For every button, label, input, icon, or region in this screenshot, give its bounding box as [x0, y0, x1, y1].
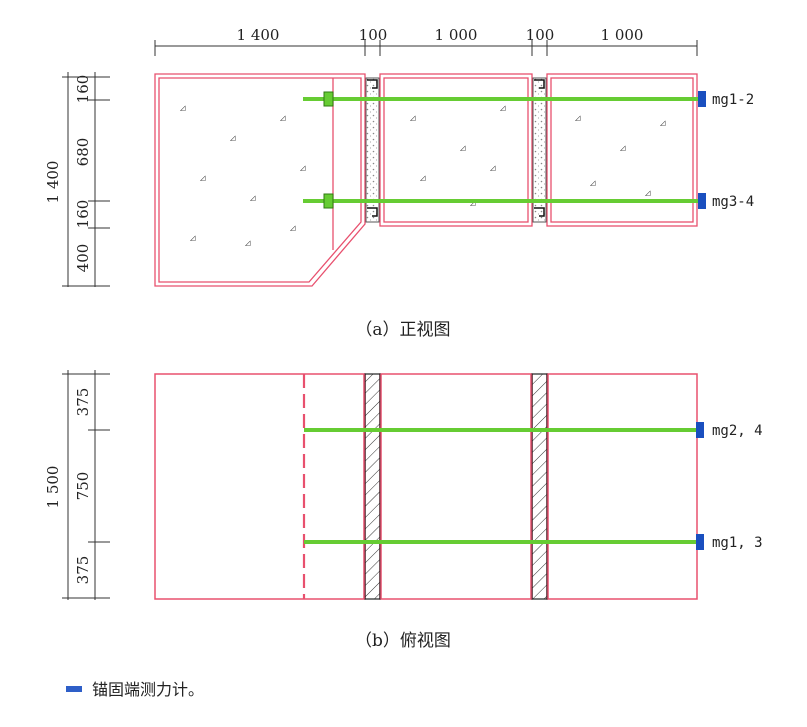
left-dimension-chain [62, 370, 110, 600]
svg-text:◿: ◿ [200, 174, 206, 182]
gauge-label: mg2, 4 [712, 423, 763, 439]
left-seg-label: 375 [74, 556, 92, 585]
svg-text:◿: ◿ [575, 114, 581, 122]
top-dim-label: 1 400 [237, 26, 280, 44]
load-cell-marker [698, 91, 706, 107]
svg-text:◿: ◿ [490, 164, 496, 172]
left-seg-label: 160 [74, 200, 92, 229]
svg-text:◿: ◿ [230, 134, 236, 142]
left-dimension-chain [62, 72, 110, 287]
svg-text:◿: ◿ [280, 114, 286, 122]
left-seg-label: 750 [74, 472, 92, 501]
svg-text:◿: ◿ [245, 239, 251, 247]
left-seg-label: 160 [74, 75, 92, 104]
anchor-nut [323, 193, 334, 209]
top-view: 1 500 375 750 375 mg2, 4 mg1, 3 （b）俯视图 [44, 370, 763, 651]
concrete-block-right [546, 73, 698, 227]
left-total-label: 1 400 [44, 161, 62, 204]
svg-text:◿: ◿ [300, 164, 306, 172]
caption-front-view: （a）正视图 [355, 320, 450, 340]
joint-hatch [531, 373, 548, 600]
anchor-nut [323, 91, 334, 107]
gauge-label: mg1, 3 [712, 535, 763, 551]
gauge-label: mg1-2 [712, 92, 754, 108]
legend-text: 锚固端测力计。 [92, 680, 204, 699]
left-seg-label: 680 [74, 138, 92, 167]
svg-text:◿: ◿ [410, 114, 416, 122]
svg-text:◿: ◿ [660, 119, 666, 127]
svg-text:◿: ◿ [460, 144, 466, 152]
load-cell-marker [696, 534, 704, 550]
concrete-block-left [154, 73, 366, 287]
left-seg-label: 400 [74, 244, 92, 273]
svg-text:◿: ◿ [500, 104, 506, 112]
legend: 锚固端测力计。 [66, 680, 204, 699]
concrete-texture: ◿◿◿ ◿◿◿ ◿◿◿ ◿◿◿ ◿◿◿ ◿◿◿ ◿◿ [180, 104, 666, 247]
top-dimension-chain [154, 40, 698, 56]
svg-text:◿: ◿ [645, 189, 651, 197]
plan-blocks [154, 373, 698, 600]
load-cell-marker [698, 193, 706, 209]
top-dim-label: 100 [526, 26, 555, 44]
front-view: 1 400 100 1 000 100 1 000 1 400 160 680 … [44, 26, 754, 340]
joint-hatch [364, 373, 381, 600]
joint-grout [365, 77, 380, 223]
svg-text:◿: ◿ [250, 194, 256, 202]
joint-grout [532, 77, 547, 223]
left-seg-label: 375 [74, 388, 92, 417]
svg-text:◿: ◿ [180, 104, 186, 112]
load-cell-marker [696, 422, 704, 438]
gauge-label: mg3-4 [712, 194, 754, 210]
svg-text:◿: ◿ [420, 174, 426, 182]
svg-text:◿: ◿ [620, 144, 626, 152]
concrete-block-middle [379, 73, 533, 227]
top-dim-label: 1 000 [435, 26, 478, 44]
left-total-label: 1 500 [44, 466, 62, 509]
svg-text:◿: ◿ [590, 179, 596, 187]
top-dim-label: 1 000 [601, 26, 644, 44]
legend-swatch [66, 686, 82, 692]
shear-keys [367, 79, 545, 217]
svg-text:◿: ◿ [290, 224, 296, 232]
svg-text:◿: ◿ [190, 234, 196, 242]
top-dim-label: 100 [359, 26, 388, 44]
caption-top-view: （b）俯视图 [355, 631, 451, 651]
